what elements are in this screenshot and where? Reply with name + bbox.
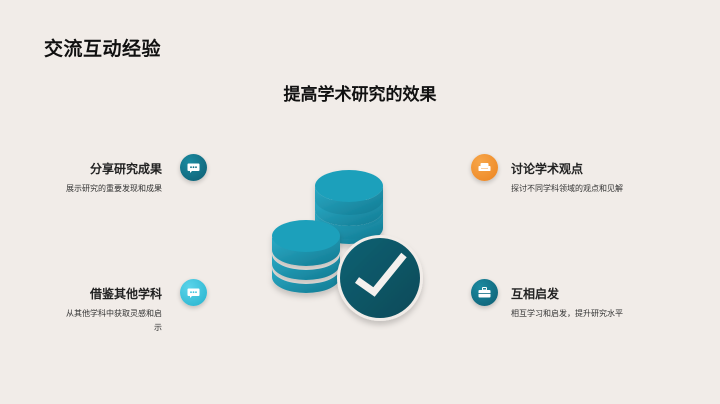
chat-bubble-glyph xyxy=(187,163,200,173)
briefcase-glyph xyxy=(478,287,491,298)
item-discuss-views: 讨论学术观点 探讨不同学科领域的观点和见解 xyxy=(511,160,631,196)
item-description: 探讨不同学科领域的观点和见解 xyxy=(511,184,623,193)
slide-subtitle: 提高学术研究的效果 xyxy=(283,85,437,105)
item-heading: 互相启发 xyxy=(511,287,560,301)
coins-checkmark-icon xyxy=(262,160,442,330)
couch-glyph xyxy=(478,163,491,171)
briefcase-icon xyxy=(471,279,498,306)
item-description: 相互学习和启发，提升研究水平 xyxy=(511,309,623,318)
item-share-results: 分享研究成果 展示研究的重要发现和成果 xyxy=(0,160,162,196)
item-learn-other-disciplines: 借鉴其他学科 从其他学科中获取灵感和启示 xyxy=(0,285,162,335)
chat-bubble-icon xyxy=(180,279,207,306)
item-heading: 讨论学术观点 xyxy=(511,162,584,176)
couch-icon xyxy=(471,154,498,181)
chat-bubble-glyph xyxy=(187,288,200,298)
chat-bubble-icon xyxy=(180,154,207,181)
item-heading: 分享研究成果 xyxy=(89,162,162,176)
item-heading: 借鉴其他学科 xyxy=(89,287,162,301)
item-description: 从其他学科中获取灵感和启示 xyxy=(66,309,162,332)
item-description: 展示研究的重要发现和成果 xyxy=(66,184,162,193)
slide-title: 交流互动经验 xyxy=(44,38,162,60)
item-mutual-inspiration: 互相启发 相互学习和启发，提升研究水平 xyxy=(511,285,631,321)
